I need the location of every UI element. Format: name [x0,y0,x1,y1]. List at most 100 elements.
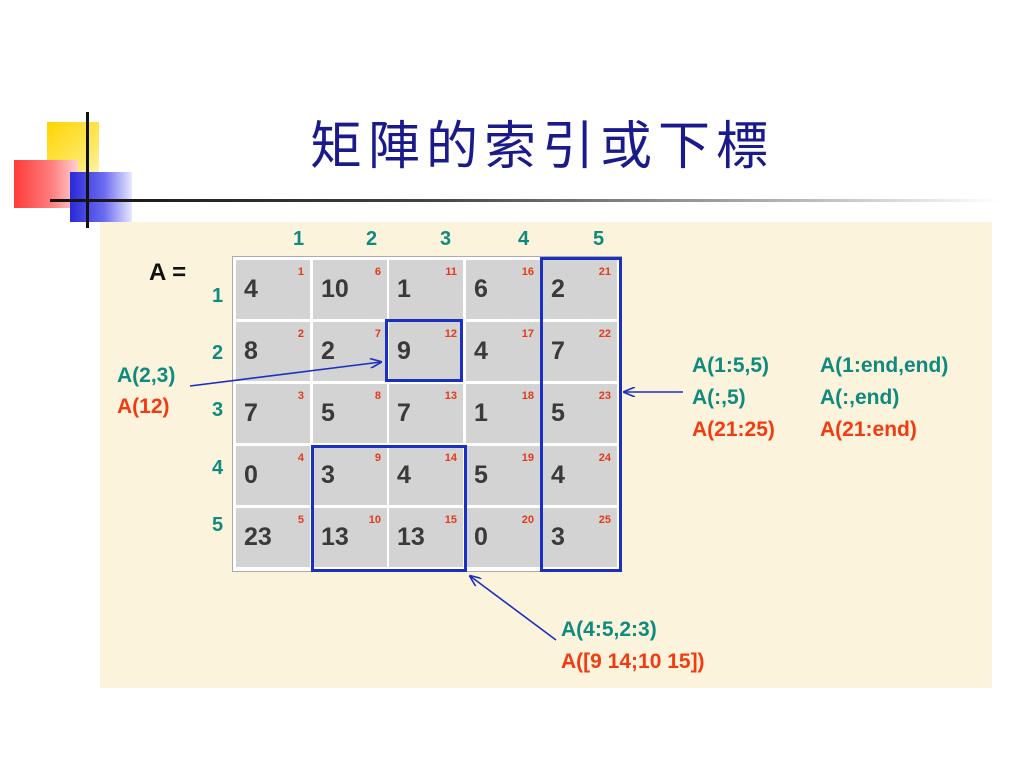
cell-linear-index: 12 [444,328,457,340]
cell-value: 5 [474,461,488,489]
cell-linear-index: 18 [521,390,534,402]
cell-linear-index: 23 [598,390,611,402]
cell-value: 4 [244,275,258,303]
cell-value: 13 [397,523,425,551]
col-header-1: 1 [293,228,305,250]
cell-value: 8 [244,337,258,365]
matrix-cell: 4 17 [466,322,540,381]
cell-linear-index: 20 [521,514,534,526]
matrix-cell: 9 12 [389,322,463,381]
col-header-3: 3 [440,228,452,250]
cell-value: 23 [244,523,272,551]
cell-value: 9 [397,337,411,365]
cell-linear-index: 7 [374,328,381,340]
cell-linear-index: 24 [598,452,611,464]
cell-value: 5 [551,399,565,427]
matrix-cell: 7 13 [389,384,463,443]
highlight-single-element [385,319,463,382]
cell-value: 1 [397,275,411,303]
cell-linear-index: 16 [521,266,534,278]
col-header-2: 2 [366,228,378,250]
arrow-single [189,362,381,387]
cell-value: 0 [244,461,258,489]
matrix-cell: 7 22 [543,322,617,381]
cell-value: 3 [321,461,335,489]
cell-linear-index: 4 [297,452,304,464]
matrix-cell: 3 25 [543,508,617,567]
cell-linear-index: 22 [598,328,611,340]
decor-blue-square [70,172,132,222]
cell-value: 2 [551,275,565,303]
row-header-4: 4 [212,457,224,479]
cell-value: 7 [244,399,258,427]
annotation-single-linear: A(12) [117,395,170,418]
slide-title: 矩陣的索引或下標 [310,117,775,177]
cell-linear-index: 21 [598,266,611,278]
annotation-col-colon-end: A(:,end) [820,386,900,409]
cell-value: 0 [474,523,488,551]
cell-linear-index: 17 [521,328,534,340]
annotation-col-linear: A(21:25) [692,418,775,441]
cell-value: 13 [321,523,349,551]
cell-linear-index: 6 [374,266,381,278]
cell-value: 4 [474,337,488,365]
title-underline [50,199,1000,202]
col-header-4: 4 [518,228,530,250]
matrix-cell: 13 15 [389,508,463,567]
cell-value: 7 [397,399,411,427]
annotation-block-linear: A([9 14;10 15]) [561,650,705,673]
col-header-5: 5 [593,228,605,250]
arrow-block [470,576,557,641]
cell-linear-index: 15 [444,514,457,526]
cell-value: 7 [551,337,565,365]
cell-linear-index: 3 [297,390,304,402]
cell-linear-index: 13 [444,390,457,402]
highlight-last-column [540,257,622,572]
cell-linear-index: 8 [374,390,381,402]
decor-vertical-line [86,112,89,228]
cell-value: 10 [321,275,349,303]
matrix-cell: 0 20 [466,508,540,567]
matrix-cell: 13 10 [313,508,387,567]
annotation-col-colon: A(:,5) [692,386,746,409]
cell-value: 2 [321,337,335,365]
row-header-5: 5 [212,514,224,536]
matrix-cell: 2 21 [543,260,617,319]
annotation-col-linear-end: A(21:end) [820,418,917,441]
row-header-2: 2 [212,342,224,364]
matrix-cell: 6 16 [466,260,540,319]
cell-linear-index: 10 [368,514,381,526]
highlight-submatrix [311,445,467,572]
cell-value: 6 [474,275,488,303]
matrix-cell: 5 19 [466,446,540,505]
cell-linear-index: 19 [521,452,534,464]
row-header-3: 3 [212,399,224,421]
annotation-block-subscript: A(4:5,2:3) [561,618,657,641]
matrix-cell: 10 6 [313,260,387,319]
cell-value: 5 [321,399,335,427]
cell-linear-index: 14 [444,452,457,464]
cell-value: 3 [551,523,565,551]
matrix-cell: 1 18 [466,384,540,443]
cell-linear-index: 25 [598,514,611,526]
cell-value: 1 [474,399,488,427]
row-header-1: 1 [212,285,224,307]
matrix-name: A = [149,259,187,286]
annotation-single-subscript: A(2,3) [117,364,176,387]
cell-linear-index: 9 [374,452,381,464]
cell-linear-index: 1 [297,266,304,278]
cell-linear-index: 11 [445,266,457,278]
